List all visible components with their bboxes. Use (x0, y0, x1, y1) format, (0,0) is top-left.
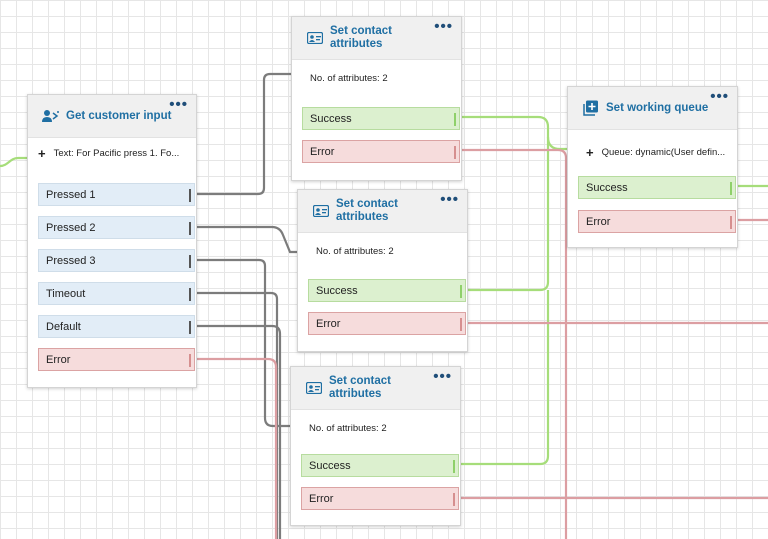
branch-label: Success (310, 112, 352, 125)
block-title: Set contact attributes (330, 25, 392, 51)
connector-port[interactable] (730, 182, 736, 195)
connector-port[interactable] (189, 354, 195, 367)
more-options-icon[interactable]: ••• (440, 191, 459, 208)
title-line: Set contact (329, 375, 391, 387)
branch-error[interactable]: Error (302, 140, 460, 163)
title-line: Set contact (336, 198, 398, 210)
title-line: attributes (336, 211, 389, 223)
wire-default (187, 324, 282, 539)
parameter-text: No. of attributes: 2 (316, 245, 394, 257)
block-parameter[interactable]: + Text: For Pacific press 1. Fo... (28, 138, 196, 168)
branch-error[interactable]: Error (308, 312, 466, 335)
title-line: attributes (329, 388, 382, 400)
branch-error[interactable]: Error (38, 348, 195, 371)
branch-success[interactable]: Success (301, 454, 459, 477)
more-options-icon[interactable]: ••• (434, 18, 453, 35)
block-title: Set working queue (606, 101, 709, 114)
connector-port[interactable] (460, 285, 466, 298)
block-header: Get customer input ••• (28, 95, 196, 138)
more-options-icon[interactable]: ••• (433, 368, 452, 385)
branch-label: Success (316, 284, 358, 297)
connector-port[interactable] (453, 493, 459, 506)
branch-pressed-3[interactable]: Pressed 3 (38, 249, 195, 272)
parameter-text: No. of attributes: 2 (310, 72, 388, 84)
block-header: Set contact attributes ••• (292, 17, 461, 60)
set-contact-attributes-block-1[interactable]: Set contact attributes ••• No. of attrib… (291, 16, 462, 181)
branch-label: Pressed 2 (46, 221, 96, 234)
wire-attr1-error (460, 148, 568, 539)
set-contact-attributes-block-2[interactable]: Set contact attributes ••• No. of attrib… (297, 189, 468, 352)
connector-port[interactable] (189, 189, 195, 202)
wire-pressed2 (187, 225, 306, 254)
block-parameter[interactable]: No. of attributes: 2 (291, 410, 460, 446)
get-customer-input-block[interactable]: Get customer input ••• + Text: For Pacif… (27, 94, 197, 388)
branch-label: Success (309, 459, 351, 472)
branch-label: Default (46, 320, 81, 333)
block-parameter[interactable]: No. of attributes: 2 (292, 60, 461, 96)
title-line: attributes (330, 38, 383, 50)
wire-get-input-error (187, 357, 278, 539)
branch-success[interactable]: Success (302, 107, 460, 130)
branch-error[interactable]: Error (578, 210, 736, 233)
branch-default[interactable]: Default (38, 315, 195, 338)
block-header: Set contact attributes ••• (291, 367, 460, 410)
block-title: Get customer input (66, 109, 172, 122)
contact-card-icon (303, 382, 325, 394)
branch-label: Pressed 1 (46, 188, 96, 201)
connector-port[interactable] (454, 113, 460, 126)
set-contact-attributes-block-3[interactable]: Set contact attributes ••• No. of attrib… (290, 366, 461, 526)
expand-plus-icon[interactable]: + (38, 145, 46, 161)
block-parameter[interactable]: No. of attributes: 2 (298, 233, 467, 269)
wire-attr1-success (462, 115, 550, 292)
connector-port[interactable] (189, 321, 195, 334)
branch-label: Success (586, 181, 628, 194)
wire-timeout (187, 291, 279, 539)
wire-pressed3 (187, 258, 300, 428)
contact-card-icon (304, 32, 326, 44)
branch-pressed-1[interactable]: Pressed 1 (38, 183, 195, 206)
parameter-text: No. of attributes: 2 (309, 422, 387, 434)
branch-label: Timeout (46, 287, 86, 300)
connector-port[interactable] (453, 460, 459, 473)
branch-label: Pressed 3 (46, 254, 96, 267)
block-header: Set contact attributes ••• (298, 190, 467, 233)
branch-success[interactable]: Success (308, 279, 466, 302)
more-options-icon[interactable]: ••• (710, 88, 729, 105)
connector-port[interactable] (189, 255, 195, 268)
parameter-text: Text: For Pacific press 1. Fo... (53, 147, 180, 159)
set-working-queue-block[interactable]: Set working queue ••• + Queue: dynamic(U… (567, 86, 738, 248)
contact-card-icon (310, 205, 332, 217)
block-header: Set working queue ••• (568, 87, 737, 130)
branch-error[interactable]: Error (301, 487, 459, 510)
branch-timeout[interactable]: Timeout (38, 282, 195, 305)
branch-label: Error (46, 353, 71, 366)
more-options-icon[interactable]: ••• (169, 96, 188, 113)
parameter-text: Queue: dynamic(User defin... (601, 146, 726, 158)
branch-label: Error (586, 215, 611, 228)
branch-success[interactable]: Success (578, 176, 736, 199)
title-line: Set contact (330, 25, 392, 37)
expand-plus-icon[interactable]: + (586, 144, 594, 160)
branch-label: Error (310, 145, 335, 158)
customer-input-icon (40, 109, 62, 123)
block-title: Set contact attributes (329, 375, 391, 401)
branch-pressed-2[interactable]: Pressed 2 (38, 216, 195, 239)
wire-pressed1 (187, 72, 300, 196)
block-parameter[interactable]: + Queue: dynamic(User defin... (568, 130, 737, 174)
connector-port[interactable] (730, 216, 736, 229)
connector-port[interactable] (454, 146, 460, 159)
connector-port[interactable] (189, 288, 195, 301)
branch-label: Error (316, 317, 341, 330)
connector-port[interactable] (189, 222, 195, 235)
connector-port[interactable] (460, 318, 466, 331)
wire-attr3-success (456, 290, 550, 466)
queue-add-icon (580, 100, 602, 116)
block-title: Set contact attributes (336, 198, 398, 224)
branch-label: Error (309, 492, 334, 505)
